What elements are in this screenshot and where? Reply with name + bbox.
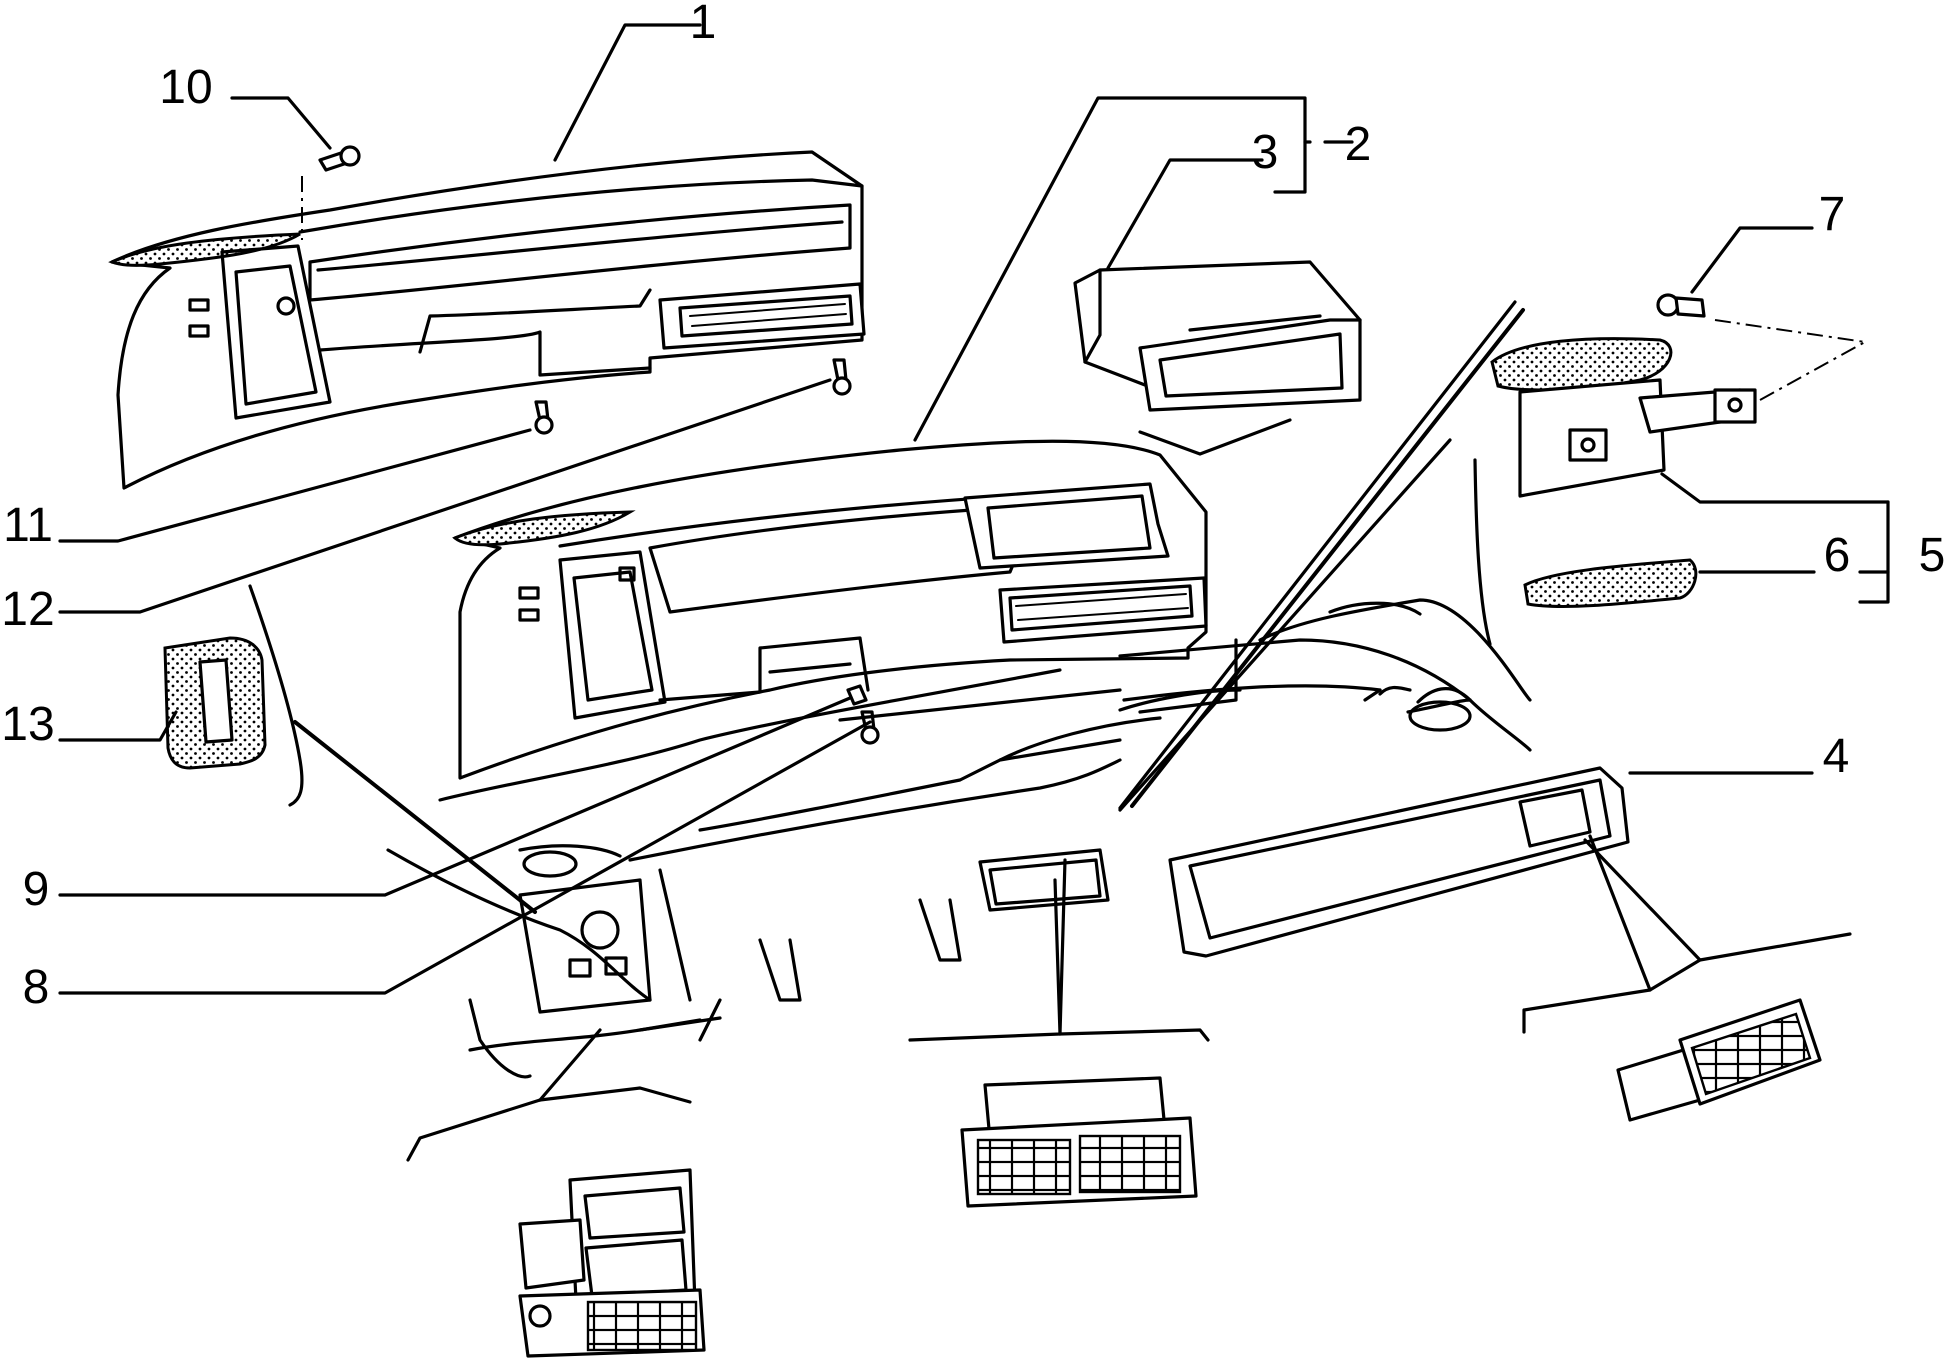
side-vent-assembly (1490, 293, 1866, 498)
left-console-detail (518, 1168, 706, 1358)
lower-trim-panel (1168, 766, 1630, 958)
right-vent-detail (1616, 998, 1822, 1122)
leader-lines (58, 23, 1890, 1162)
center-vent-detail (960, 1076, 1198, 1208)
screw-10 (318, 145, 361, 172)
screw-12 (832, 358, 852, 396)
trim-frame-13 (163, 636, 267, 770)
callout-9: 9 (23, 863, 50, 916)
vent-grille-6 (1523, 558, 1698, 608)
callout-1: 1 (690, 0, 717, 49)
callout-8: 8 (23, 961, 50, 1014)
screw-9 (846, 684, 868, 706)
callout-10: 10 (159, 61, 212, 114)
callout-12: 12 (1, 583, 54, 636)
callout-2: 2 (1345, 118, 1372, 171)
glovebox-tray (1073, 260, 1362, 412)
dashboard-main-assembly (452, 439, 1208, 780)
callout-6: 6 (1824, 529, 1851, 582)
callout-13: 13 (1, 698, 54, 751)
callout-3: 3 (1252, 126, 1279, 179)
callout-11: 11 (3, 499, 53, 552)
callout-labels: 1 10 3 2 7 6 5 4 11 12 13 9 8 (1, 0, 1945, 1014)
dashboard-upper-panel (108, 145, 866, 490)
screw-7 (1656, 293, 1706, 318)
callout-5: 5 (1919, 529, 1946, 582)
screw-11 (534, 400, 554, 435)
callout-7: 7 (1819, 188, 1846, 241)
callout-4: 4 (1823, 730, 1850, 783)
